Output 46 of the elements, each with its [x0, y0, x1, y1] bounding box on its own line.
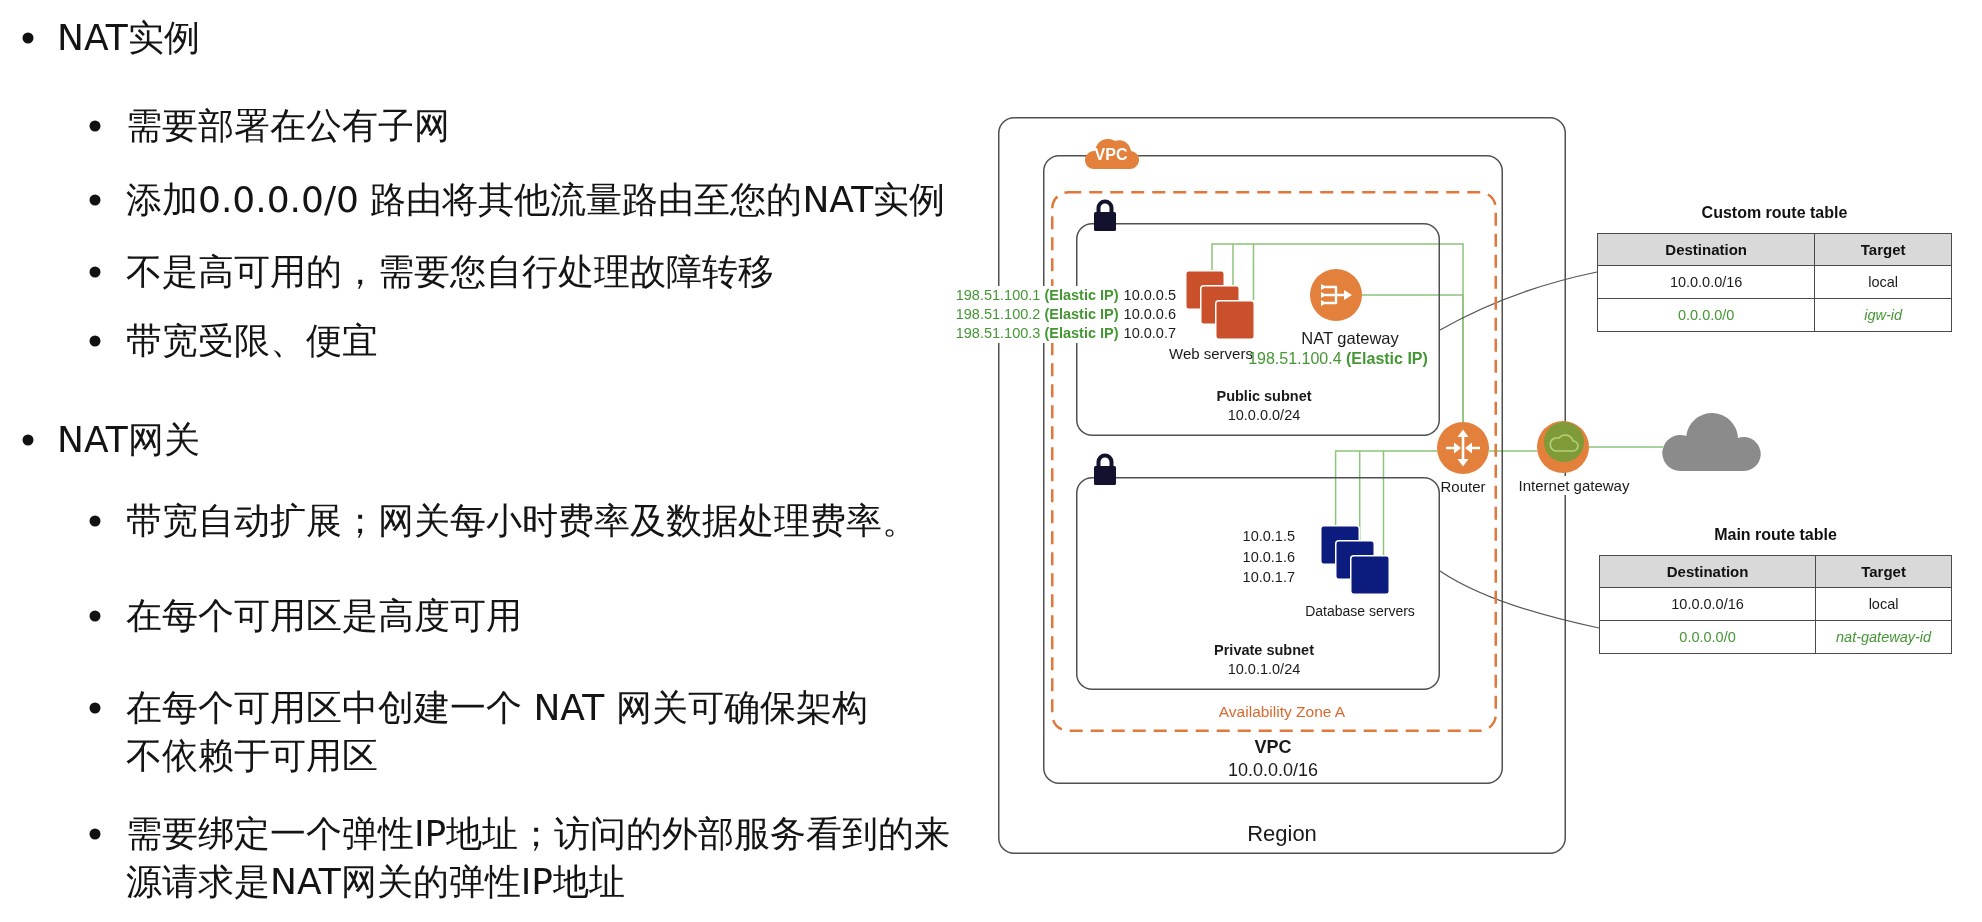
zone-label: Availability Zone A	[1218, 701, 1346, 721]
ip-address: 198.51.100.1 (Elastic IP)	[955, 286, 1119, 305]
table-cell: 0.0.0.0/0	[1597, 298, 1815, 332]
table-title: Main route table	[1714, 525, 1837, 545]
table-cell: nat-gateway-id	[1815, 620, 1952, 654]
bullet-point-text: 在每个可用区中创建一个 NAT 网关可确保架构不依赖于可用区	[126, 686, 869, 778]
leader-line	[1439, 570, 1600, 629]
bullet-point-text: 不是高可用的，需要您自行处理故障转移	[126, 250, 774, 294]
network-link	[1588, 446, 1664, 448]
bullet-point-text: 带宽自动扩展；网关每小时费率及数据处理费率。	[126, 499, 918, 543]
table-cell: local	[1814, 265, 1952, 299]
bullet-point-text: 带宽受限、便宜	[126, 319, 378, 363]
section-heading: NAT实例	[57, 16, 200, 60]
table-cell: local	[1815, 587, 1952, 621]
bullet-point-text: 在每个可用区是高度可用	[126, 594, 522, 638]
table-cell: 10.0.0.0/16	[1597, 265, 1815, 299]
column-header: Target	[1815, 555, 1952, 588]
subnet-title: Public subnet	[1216, 387, 1312, 405]
column-header: Target	[1814, 233, 1952, 266]
table-cell: 10.0.0.0/16	[1599, 587, 1816, 621]
bullet-point-text: 需要部署在公有子网	[126, 104, 450, 148]
cloud-shape	[1662, 411, 1762, 473]
column-header: Destination	[1599, 555, 1816, 588]
icon-label: Router	[1440, 476, 1486, 496]
network-link	[1361, 294, 1464, 423]
region-label: Region	[1247, 820, 1317, 848]
leader-line	[1439, 271, 1598, 331]
vpc-title: VPC	[1254, 735, 1292, 759]
icon-label: NAT gateway	[1301, 327, 1399, 349]
icon-label: Internet gateway	[1516, 475, 1632, 495]
icon-label: Database servers	[1305, 602, 1415, 620]
cidr-label: 10.0.0.0/24	[1227, 406, 1301, 424]
ip-address: 198.51.100.3 (Elastic IP)	[955, 323, 1119, 343]
network-link	[1334, 450, 1438, 556]
section-heading: NAT网关	[57, 418, 200, 462]
table-cell: 0.0.0.0/0	[1599, 620, 1816, 654]
cidr-label: 10.0.0.0/16	[1227, 758, 1319, 782]
bullet-point-text: 需要绑定一个弹性IP地址；访问的外部服务看到的来源请求是NAT网关的弹性IP地址	[126, 812, 952, 904]
cidr-label: 10.0.1.0/24	[1227, 660, 1301, 678]
network-link	[1488, 450, 1538, 452]
column-header: Destination	[1597, 233, 1815, 266]
bullet-point-text: 添加0.0.0.0/0 路由将其他流量路由至您的NAT实例	[126, 178, 946, 222]
ip-address: 198.51.100.2 (Elastic IP)	[955, 304, 1119, 324]
table-title: Custom route table	[1701, 203, 1848, 223]
subnet-title: Private subnet	[1214, 641, 1314, 659]
table-cell: igw-id	[1814, 298, 1952, 332]
